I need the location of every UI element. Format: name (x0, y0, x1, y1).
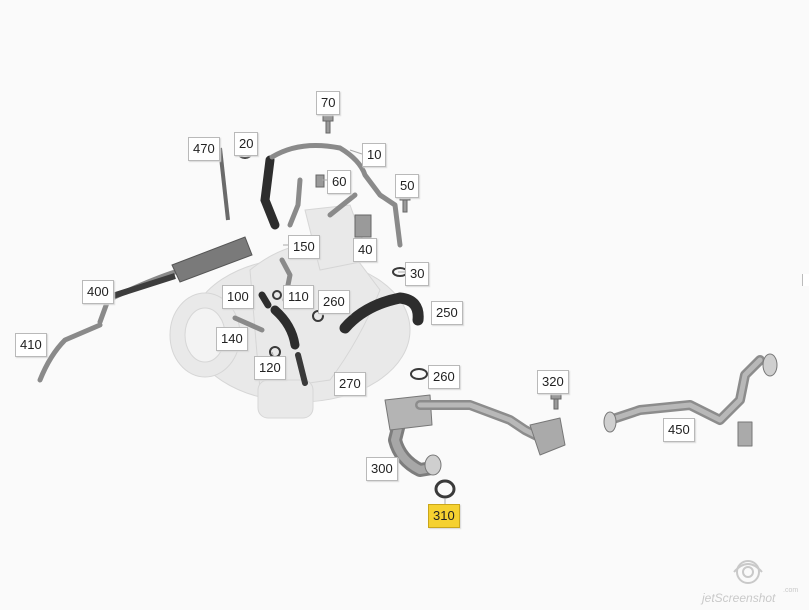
pipe-450 (603, 353, 778, 447)
callout-120[interactable]: 120 (254, 356, 286, 380)
callout-10[interactable]: 10 (362, 143, 387, 167)
callout-250[interactable]: 250 (431, 301, 463, 325)
callout-70[interactable]: 70 (316, 91, 341, 115)
hose-100 (258, 291, 272, 309)
callout-410[interactable]: 410 (15, 333, 47, 357)
callout-260a[interactable]: 260 (318, 290, 350, 314)
o-ring-260b (410, 368, 428, 380)
pipe-410 (37, 322, 103, 383)
pipe-140 (232, 315, 265, 333)
callout-300[interactable]: 300 (366, 457, 398, 481)
callout-30[interactable]: 30 (405, 262, 430, 286)
callout-260b[interactable]: 260 (428, 365, 460, 389)
callout-400[interactable]: 400 (82, 280, 114, 304)
hoses (258, 155, 424, 386)
fitting-40 (354, 214, 372, 238)
watermark-domain: .com (783, 587, 798, 594)
hose-10 (260, 155, 280, 230)
callout-110[interactable]: 110 (283, 285, 314, 309)
hose-120 (295, 352, 308, 386)
pipe-10 (269, 142, 403, 248)
o-ring-310 (434, 479, 456, 499)
pipe-300 (384, 394, 566, 477)
hose-110 (270, 305, 300, 350)
bolt-470 (218, 147, 230, 221)
watermark-text: jetScreenshot (700, 591, 776, 605)
pipe-40 (327, 192, 358, 218)
hose-250 (339, 292, 424, 334)
callout-40[interactable]: 40 (353, 238, 378, 262)
pipe-60 (287, 177, 303, 228)
fitting-60 (315, 174, 325, 188)
callout-310-selected[interactable]: 310 (428, 504, 460, 528)
callout-150[interactable]: 150 (288, 235, 320, 259)
callout-470[interactable]: 470 (188, 137, 220, 161)
callout-20[interactable]: 20 (234, 132, 259, 156)
watermark: jetScreenshot .com (700, 560, 798, 605)
callout-60[interactable]: 60 (327, 170, 352, 194)
callout-450[interactable]: 450 (663, 418, 695, 442)
small-fittings (315, 112, 562, 410)
edge-scroll-handle[interactable] (802, 274, 809, 286)
callout-50[interactable]: 50 (395, 174, 420, 198)
o-ring-110 (272, 290, 282, 300)
callout-320[interactable]: 320 (537, 370, 569, 394)
callout-270[interactable]: 270 (334, 372, 366, 396)
callout-140[interactable]: 140 (216, 327, 248, 351)
callout-100[interactable]: 100 (222, 285, 254, 309)
camera-icon (733, 560, 763, 584)
